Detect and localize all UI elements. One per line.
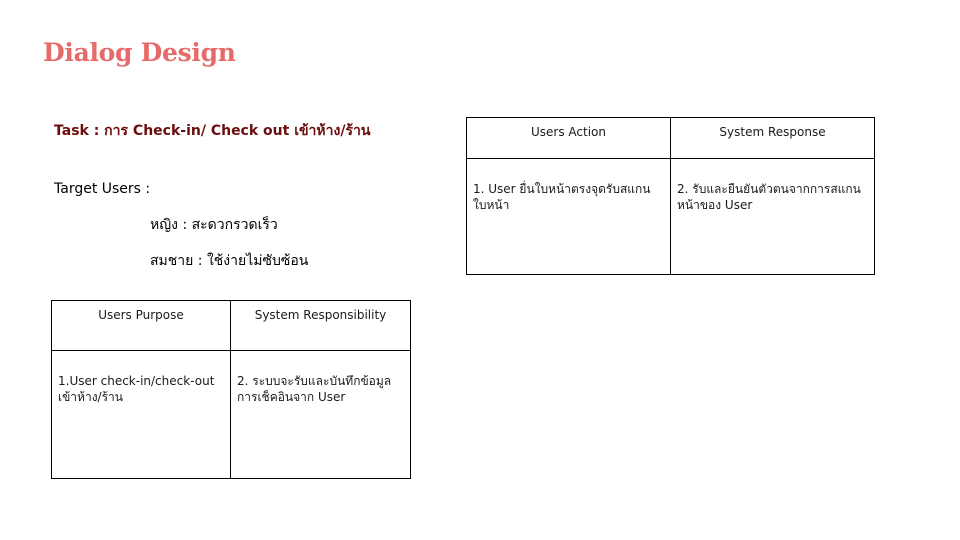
target-user-female: หญิง : สะดวกรวดเร็ว xyxy=(150,217,278,233)
purpose-cell-system-responsibility: 2. ระบบจะรับและบันทึกข้อมูลการเช็คอินจาก… xyxy=(230,350,411,479)
action-header-users-action: Users Action xyxy=(466,117,671,159)
task-heading: Task : การ Check-in/ Check out เข้าห้าง/… xyxy=(54,123,371,139)
purpose-cell-users-purpose: 1.User check-in/check-out เข้าห้าง/ร้าน xyxy=(51,350,231,479)
target-users-label: Target Users : xyxy=(54,181,151,197)
action-cell-users-action: 1. User ยื่นใบหน้าตรงจุดรับสแกนใบหน้า xyxy=(466,158,671,275)
action-table: Users Action System Response 1. User ยื่… xyxy=(466,117,875,275)
action-header-system-response: System Response xyxy=(670,117,875,159)
target-user-male: สมชาย : ใช้ง่ายไม่ซับซ้อน xyxy=(150,253,309,269)
purpose-header-system-responsibility: System Responsibility xyxy=(230,300,411,351)
purpose-header-users-purpose: Users Purpose xyxy=(51,300,231,351)
page-title: Dialog Design xyxy=(43,38,236,67)
action-cell-system-response: 2. รับและยืนยันตัวตนจากการสแกนหน้าของ Us… xyxy=(670,158,875,275)
purpose-table: Users Purpose System Responsibility 1.Us… xyxy=(51,300,411,479)
